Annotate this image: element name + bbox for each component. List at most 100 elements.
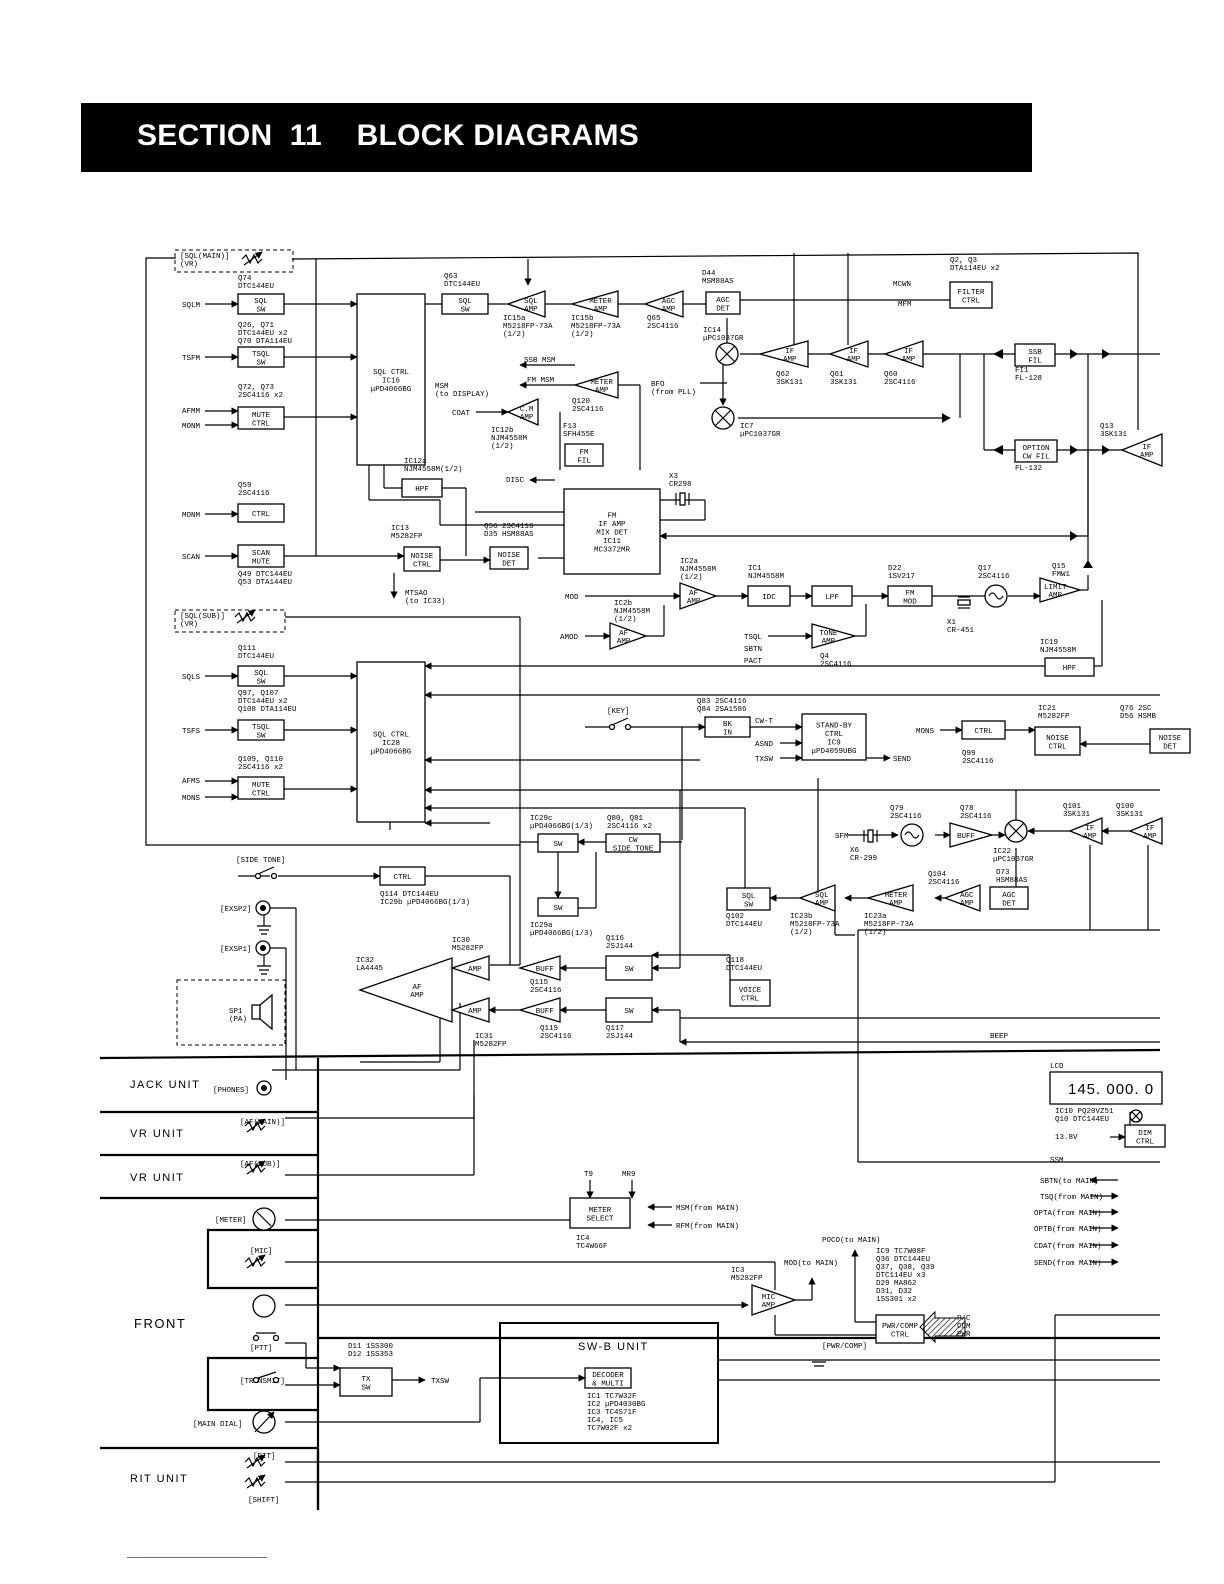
unit-swb: SW-B UNIT <box>578 1341 649 1353</box>
ptt-switch-symbol <box>252 1332 280 1342</box>
amp-buff-q115: BUFF <box>517 955 561 981</box>
signal-send-from: SEND(from MAIN) <box>1034 1260 1102 1268</box>
ground-symbols <box>257 915 826 1367</box>
signal-mons: MONS <box>182 795 201 803</box>
variable-resistor-icon <box>244 1474 266 1489</box>
signal-t9: T9 <box>584 1171 593 1179</box>
oscillator-q17 <box>984 584 1008 608</box>
section-header-bar: SECTION 11 BLOCK DIAGRAMS <box>81 103 1032 172</box>
crystal-x6 <box>863 829 878 843</box>
section-title: SECTION 11 BLOCK DIAGRAMS <box>137 119 640 152</box>
crystal-x3 <box>675 492 690 506</box>
label-side-tone: [SIDE TONE] <box>236 857 286 865</box>
sql-sub-vr-box <box>174 609 286 633</box>
signal-tsfm: TSFM <box>182 355 201 363</box>
label-sql-main-vr: [SQL(MAIN)](VR) <box>180 253 230 269</box>
unit-jack: JACK UNIT <box>130 1079 200 1091</box>
block-label: SW <box>624 966 634 974</box>
sql-main-vr-box <box>174 249 294 273</box>
block-hpf-ic12a: HPF <box>401 478 443 498</box>
signal-sbtn-to: SBTN(to MAIN) <box>1040 1178 1099 1186</box>
signal-phones: [PHONES] <box>213 1087 249 1095</box>
signal-sbtn: SBTN <box>744 646 762 654</box>
signal-msm-main: MSM(from MAIN) <box>676 1205 739 1213</box>
signal-cdat: CDAT(from MAIN) <box>1034 1243 1102 1251</box>
signal-ssb-msm: SSB MSM <box>524 357 556 365</box>
signal-afmm: AFMM <box>182 408 201 416</box>
jack-phones <box>256 1080 272 1096</box>
signal-mod-to: MOD(to MAIN) <box>784 1260 838 1268</box>
meter-icon <box>252 1207 276 1231</box>
label-fl132: FL-132 <box>1015 465 1042 473</box>
mixer-ic22 <box>1004 819 1028 843</box>
signal-sqlm: SQLM <box>182 302 201 310</box>
signal-mons2: MONS <box>916 728 935 736</box>
variable-resistor-icon <box>234 609 256 624</box>
signal-mic-lbl: [MIC] <box>250 1248 273 1256</box>
signal-exsp1: [EXSP1] <box>220 946 252 954</box>
signal-coat: COAT <box>452 410 471 418</box>
diode <box>942 413 950 423</box>
diode <box>1083 560 1093 568</box>
signal-shift: [SHIFT] <box>248 1497 280 1505</box>
signal-send: SEND <box>893 756 912 764</box>
block-label: IDC <box>762 594 776 602</box>
tx-switch-symbol <box>252 1371 280 1384</box>
signal-bfo: BFO(from PLL) <box>651 381 696 397</box>
label-mtsao: MTSAO(to IC33) <box>405 590 446 606</box>
signal-sqls: SQLS <box>182 674 201 682</box>
signal-tsql: TSQL <box>744 634 763 642</box>
block-sw-q116: SW <box>605 955 653 981</box>
signal-poco: POCO(to MAIN) <box>822 1237 881 1245</box>
